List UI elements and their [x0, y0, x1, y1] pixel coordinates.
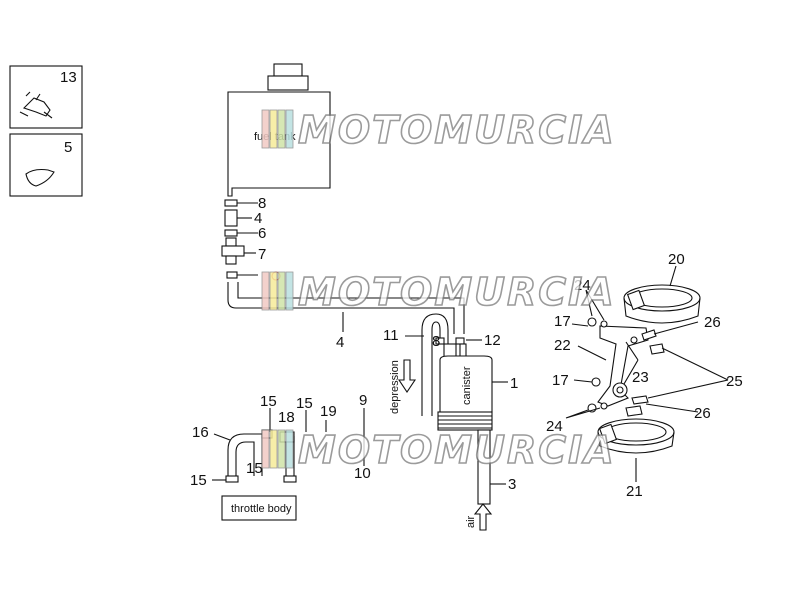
- watermark-stripe: [285, 109, 294, 149]
- watermark-stripe: [261, 271, 270, 311]
- callout-8: 8: [432, 333, 440, 350]
- callout-17: 17: [552, 372, 569, 389]
- callout-26: 26: [694, 405, 711, 422]
- throttle-body-box: [221, 495, 297, 521]
- callout-15: 15: [260, 393, 277, 410]
- callout-22: 22: [554, 337, 571, 354]
- callout-26: 26: [704, 314, 721, 331]
- callouts: 8 4 6 7 4 11 8 12 1 3 9 10 15 15 19 18 1…: [190, 195, 743, 500]
- motomurcia-watermark: MOTOMURCIA: [261, 269, 616, 315]
- air-label: air: [465, 515, 477, 528]
- callout-4: 4: [336, 334, 344, 351]
- callout-8: 8: [258, 195, 266, 212]
- callout-15: 15: [246, 460, 263, 477]
- watermark-stripe: [261, 109, 270, 149]
- gasket-icon: [25, 168, 55, 187]
- watermark-stripe: [269, 429, 278, 469]
- legend-box-13: 13: [9, 65, 83, 129]
- callout-9: 9: [359, 392, 367, 409]
- callout-1: 1: [510, 375, 518, 392]
- canister-label: canister: [461, 366, 473, 405]
- callout-15: 15: [296, 395, 313, 412]
- callout-4: 4: [254, 210, 262, 227]
- callout-12: 12: [484, 332, 501, 349]
- motomurcia-watermark: MOTOMURCIA: [261, 107, 616, 153]
- leader-lines: [212, 202, 729, 485]
- watermark-stripe: [277, 271, 286, 311]
- callout-13: 13: [60, 69, 77, 86]
- depression-arrow: depression: [389, 359, 417, 414]
- callout-5: 5: [64, 139, 72, 156]
- callout-7: 7: [258, 246, 266, 263]
- bracket-assembly: [587, 284, 701, 454]
- clamp-icon: [19, 91, 53, 119]
- watermark-layer: MOTOMURCIA MOTOMURCIA MOTOMURCIA: [261, 107, 616, 473]
- callout-10: 10: [354, 465, 371, 482]
- air-arrow: air: [465, 503, 493, 531]
- motomurcia-watermark: MOTOMURCIA: [261, 427, 616, 473]
- callout-3: 3: [508, 476, 516, 493]
- callout-23: 23: [632, 369, 649, 386]
- watermark-stripe: [277, 109, 286, 149]
- clamp-20: [623, 284, 701, 324]
- depression-label: depression: [389, 360, 401, 414]
- callout-15: 15: [190, 472, 207, 489]
- watermark-stripe: [269, 109, 278, 149]
- canister: canister: [421, 313, 493, 505]
- watermark-text: MOTOMURCIA: [298, 270, 616, 314]
- watermark-stripe: [261, 429, 270, 469]
- callout-18: 18: [278, 409, 295, 426]
- watermark-stripe: [269, 271, 278, 311]
- throttle-body-label: throttle body: [231, 503, 292, 515]
- callout-25: 25: [726, 373, 743, 390]
- watermark-text: MOTOMURCIA: [298, 108, 616, 152]
- watermark-stripe: [277, 429, 286, 469]
- callout-21: 21: [626, 483, 643, 500]
- callout-24: 24: [574, 277, 591, 294]
- watermark-stripe: [285, 271, 294, 311]
- callout-16: 16: [192, 424, 209, 441]
- callout-17: 17: [554, 313, 571, 330]
- callout-6: 6: [258, 225, 266, 242]
- callout-24: 24: [546, 418, 563, 435]
- tank-hose-stack: [221, 199, 465, 334]
- callout-20: 20: [668, 251, 685, 268]
- clamp-21: [597, 418, 675, 454]
- callout-19: 19: [320, 403, 337, 420]
- callout-11: 11: [383, 327, 399, 344]
- watermark-text: MOTOMURCIA: [298, 428, 616, 472]
- legend-box-5: 5: [9, 133, 83, 197]
- watermark-stripe: [285, 429, 294, 469]
